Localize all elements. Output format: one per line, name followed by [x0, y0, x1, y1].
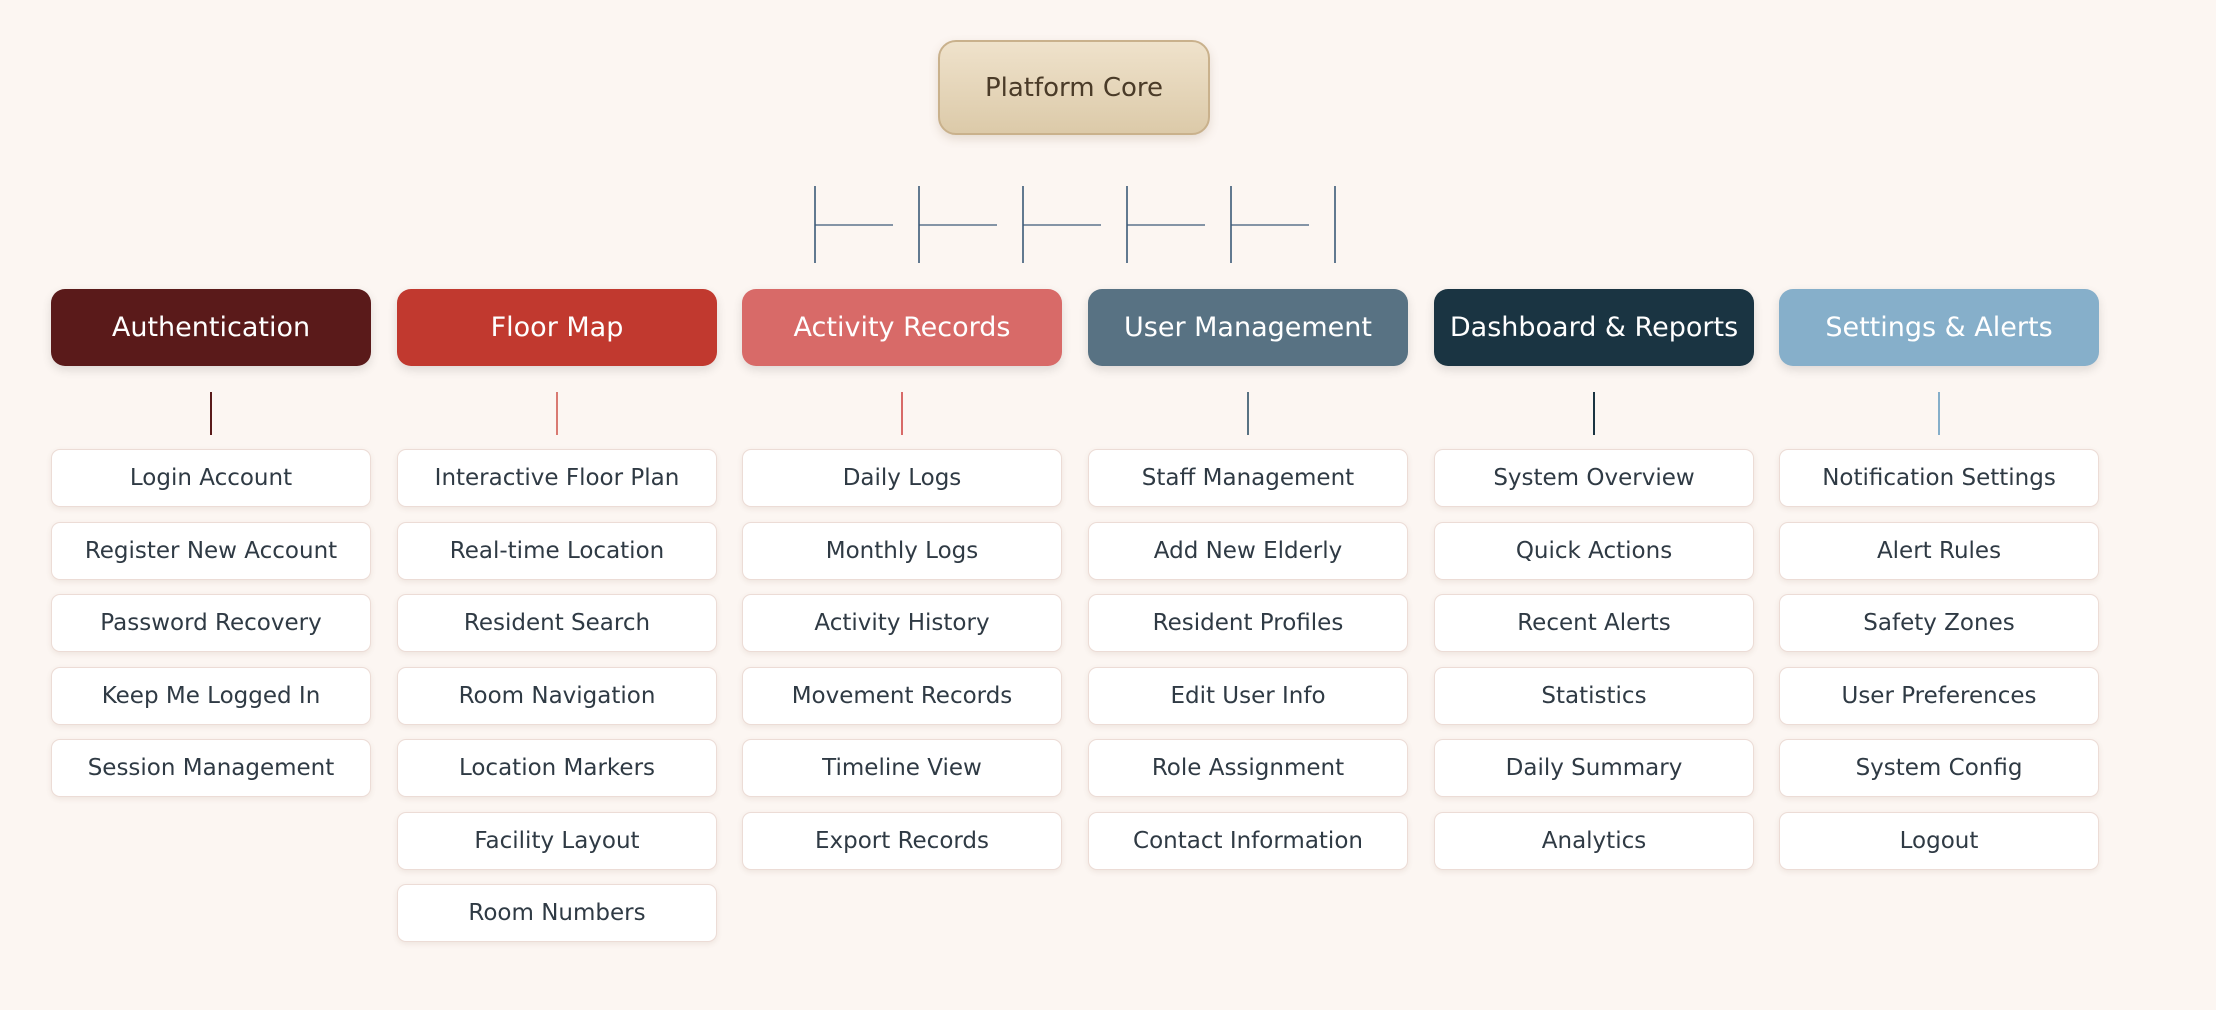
feature-node-label: Daily Summary — [1505, 755, 1683, 781]
feature-node: Interactive Floor Plan — [397, 449, 717, 507]
category-header-settings-and-alerts: Settings & Alerts — [1779, 289, 2099, 366]
feature-node-label: Facility Layout — [474, 827, 640, 854]
feature-node-label: Resident Search — [463, 610, 651, 636]
feature-node: Logout — [1779, 811, 2099, 870]
feature-node: Login Account — [51, 449, 371, 507]
feature-node: Resident Profiles — [1088, 594, 1408, 652]
feature-node-label: System Config — [1855, 755, 2023, 781]
feature-node: System Overview — [1434, 449, 1754, 507]
feature-node-label: Alert Rules — [1876, 537, 2002, 564]
feature-node-label: Password Recovery — [100, 610, 322, 636]
category-stem-line — [901, 392, 903, 435]
feature-node: Location Markers — [397, 739, 717, 797]
feature-node-label: Notification Settings — [1822, 465, 2056, 491]
feature-node-label: Room Numbers — [468, 900, 646, 926]
feature-node: Monthly Logs — [742, 521, 1062, 580]
feature-node: Password Recovery — [51, 594, 371, 652]
feature-node-label: Room Navigation — [458, 682, 656, 709]
feature-node: Register New Account — [51, 521, 371, 580]
category-header-authentication: Authentication — [51, 289, 371, 366]
feature-node: Export Records — [742, 811, 1062, 870]
feature-node-label: Role Assignment — [1151, 755, 1345, 781]
feature-node: Session Management — [51, 739, 371, 797]
category-header-label: Settings & Alerts — [1825, 312, 2053, 343]
feature-node: Notification Settings — [1779, 449, 2099, 507]
feature-node: Statistics — [1434, 666, 1754, 725]
feature-node-label: Keep Me Logged In — [101, 682, 321, 709]
feature-node: Edit User Info — [1088, 666, 1408, 725]
feature-node: Daily Logs — [742, 449, 1062, 507]
feature-node-label: Add New Elderly — [1153, 537, 1343, 564]
feature-node-label: Monthly Logs — [825, 537, 979, 564]
category-header-label: Activity Records — [793, 312, 1011, 343]
category-stem-line — [1247, 392, 1249, 435]
feature-node: Room Numbers — [397, 884, 717, 942]
feature-node-label: Contact Information — [1133, 827, 1363, 854]
feature-node-label: User Preferences — [1841, 682, 2037, 709]
feature-node: Safety Zones — [1779, 594, 2099, 652]
feature-node: Activity History — [742, 594, 1062, 652]
feature-node-label: Activity History — [814, 610, 990, 636]
feature-node: Real-time Location — [397, 521, 717, 580]
root-node-platform-core: Platform Core — [938, 40, 1210, 135]
feature-node-label: Daily Logs — [842, 465, 962, 491]
feature-node: Facility Layout — [397, 811, 717, 870]
feature-node: Analytics — [1434, 811, 1754, 870]
feature-node-label: Recent Alerts — [1517, 610, 1671, 636]
category-stem-line — [1938, 392, 1940, 435]
category-header-floor-map: Floor Map — [397, 289, 717, 366]
category-header-label: User Management — [1124, 312, 1372, 343]
feature-node: Room Navigation — [397, 666, 717, 725]
category-header-dashboard-and-reports: Dashboard & Reports — [1434, 289, 1754, 366]
feature-node: Role Assignment — [1088, 739, 1408, 797]
feature-node-label: Resident Profiles — [1152, 610, 1344, 636]
feature-node-label: Edit User Info — [1170, 682, 1326, 709]
feature-node: Recent Alerts — [1434, 594, 1754, 652]
feature-node: Add New Elderly — [1088, 521, 1408, 580]
category-stem-line — [210, 392, 212, 435]
feature-node-label: System Overview — [1493, 465, 1695, 491]
feature-node-label: Quick Actions — [1515, 537, 1673, 564]
feature-node: Keep Me Logged In — [51, 666, 371, 725]
feature-node: Movement Records — [742, 666, 1062, 725]
feature-node-label: Statistics — [1541, 682, 1647, 709]
feature-node: Alert Rules — [1779, 521, 2099, 580]
feature-node: Daily Summary — [1434, 739, 1754, 797]
feature-node-label: Staff Management — [1141, 465, 1355, 491]
root-node-label: Platform Core — [984, 72, 1164, 103]
feature-node-label: Login Account — [129, 465, 293, 491]
feature-node: System Config — [1779, 739, 2099, 797]
feature-node-label: Session Management — [87, 755, 335, 781]
category-header-activity-records: Activity Records — [742, 289, 1062, 366]
feature-node-label: Interactive Floor Plan — [434, 465, 680, 491]
feature-node-label: Export Records — [814, 827, 990, 854]
feature-node: Timeline View — [742, 739, 1062, 797]
category-stem-line — [1593, 392, 1595, 435]
feature-node-label: Real-time Location — [449, 537, 665, 564]
category-header-label: Authentication — [111, 312, 311, 343]
category-header-user-management: User Management — [1088, 289, 1408, 366]
feature-node-label: Analytics — [1541, 827, 1647, 854]
feature-node: Resident Search — [397, 594, 717, 652]
category-header-label: Dashboard & Reports — [1449, 312, 1739, 343]
feature-node: Staff Management — [1088, 449, 1408, 507]
feature-node: Contact Information — [1088, 811, 1408, 870]
category-stem-line — [556, 392, 558, 435]
feature-node-label: Safety Zones — [1863, 610, 2015, 636]
feature-node-label: Register New Account — [84, 537, 338, 564]
feature-node-label: Location Markers — [458, 755, 656, 781]
category-header-label: Floor Map — [490, 312, 624, 343]
feature-node-label: Timeline View — [822, 755, 982, 781]
feature-node-label: Logout — [1899, 827, 1979, 854]
feature-node-label: Movement Records — [791, 682, 1013, 709]
feature-node: Quick Actions — [1434, 521, 1754, 580]
feature-node: User Preferences — [1779, 666, 2099, 725]
